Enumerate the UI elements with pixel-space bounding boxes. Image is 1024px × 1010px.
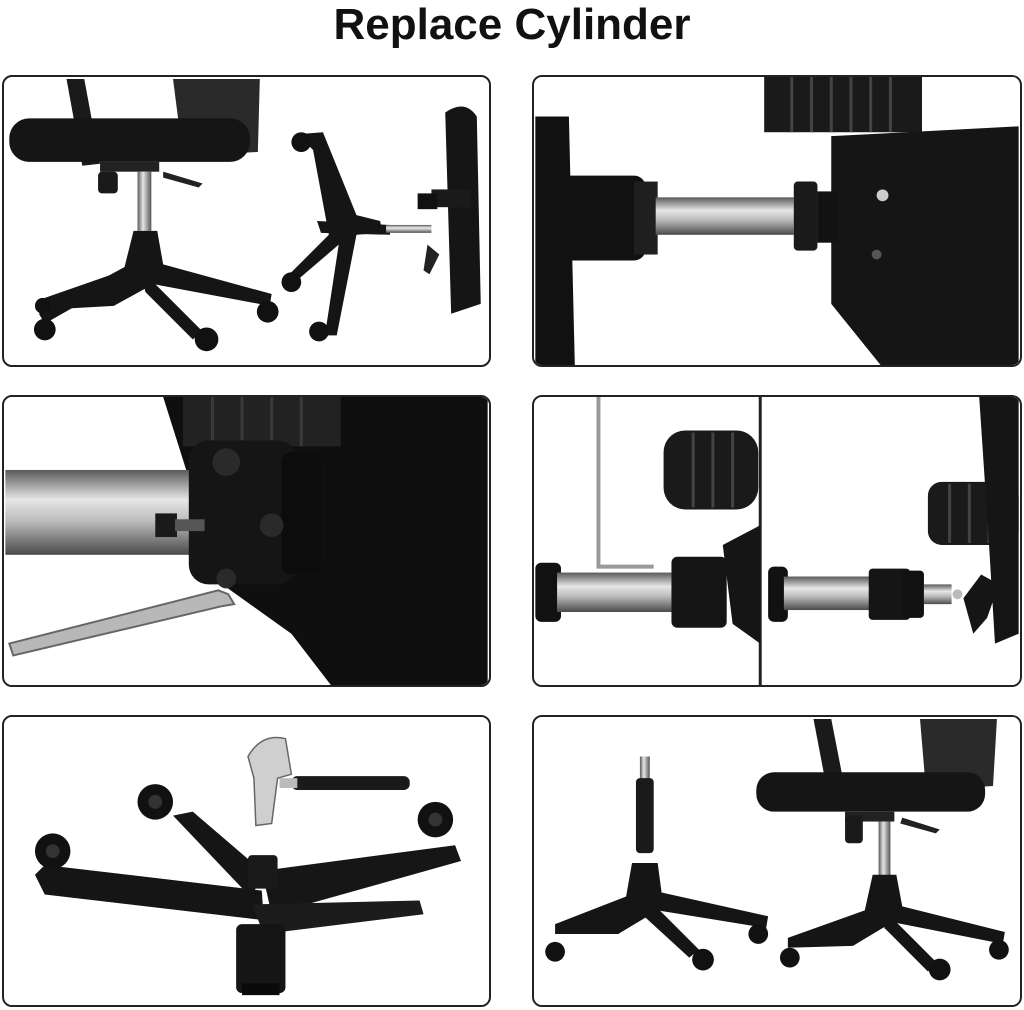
collar-removal-illustration xyxy=(535,397,1019,685)
step-panel-remove-base xyxy=(2,75,491,367)
step-panel-remove-collar xyxy=(532,395,1022,687)
collar-screw-illustration xyxy=(5,397,488,685)
hammer-and-base-illustration xyxy=(5,717,488,1005)
page-title: Replace Cylinder xyxy=(333,0,691,49)
step-panel-hammer-out-cylinder xyxy=(2,715,491,1007)
step-panel-install-new-cylinder xyxy=(532,715,1022,1007)
chair-and-base-illustration xyxy=(9,78,481,352)
step-panel-loosen-collar xyxy=(2,395,491,687)
new-cylinder-illustration xyxy=(535,717,1019,1005)
cylinder-closeup-illustration xyxy=(535,77,1019,365)
step-panel-cylinder-closeup xyxy=(532,75,1022,367)
